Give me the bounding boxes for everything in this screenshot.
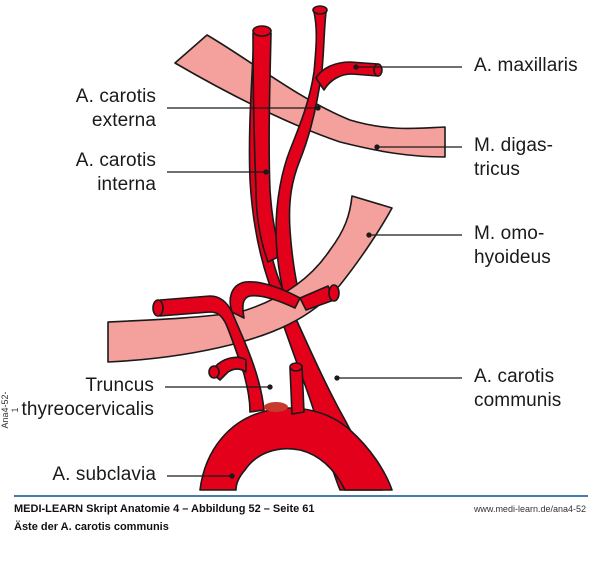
maxillaris-vessel — [315, 61, 379, 91]
label-line: Truncus — [85, 375, 154, 396]
label-line: tricus — [474, 159, 520, 180]
footer-divider — [14, 495, 588, 497]
label-carotis-communis: A. carotis communis — [474, 365, 561, 413]
carotis-interna-end — [252, 25, 272, 37]
vertebralis-end — [289, 362, 303, 372]
maxillaris-end — [373, 63, 383, 77]
footer-title: MEDI-LEARN Skript Anatomie 4 – Abbildung… — [14, 503, 315, 515]
label-line: M. digas- — [474, 135, 554, 156]
anatomy-illustration — [107, 5, 462, 491]
small-branch-end — [328, 284, 340, 302]
label-line: A. carotis — [75, 150, 156, 171]
label-digastricus: M. digas- tricus — [474, 134, 553, 182]
label-truncus-thyreocervicalis: Truncus thyreocervicalis — [21, 374, 154, 422]
carotis-externa-vessel — [275, 11, 327, 305]
label-line: communis — [474, 390, 562, 411]
omohyoideus-muscle — [107, 195, 393, 363]
label-carotis-interna: A. carotis interna — [76, 149, 156, 197]
label-line: A. maxillaris — [474, 55, 578, 76]
label-maxillaris: A. maxillaris — [474, 54, 578, 78]
subclavia-vessel — [199, 407, 393, 491]
label-line: A. subclavia — [52, 464, 156, 485]
digastricus-muscle — [174, 34, 446, 158]
figure-code: Ana4-52-1 — [0, 391, 20, 429]
label-carotis-externa: A. carotis externa — [76, 85, 156, 133]
origin-highlight — [264, 402, 288, 412]
ascending-branch-vessel — [229, 280, 301, 319]
label-omohyoideus: M. omo- hyoideus — [474, 222, 551, 270]
label-line: A. carotis — [474, 366, 555, 387]
label-line: externa — [91, 110, 156, 131]
label-line: hyoideus — [474, 247, 551, 268]
suprascapular-end — [208, 365, 220, 379]
label-line: M. omo- — [474, 223, 545, 244]
label-line: thyreocervicalis — [21, 399, 154, 420]
figure-caption: Äste der A. carotis communis — [14, 521, 169, 533]
vertebralis-vessel — [289, 365, 305, 415]
transversa-colli-end — [152, 299, 164, 317]
label-subclavia: A. subclavia — [52, 463, 156, 487]
label-line: A. carotis — [75, 86, 156, 107]
label-line: interna — [97, 174, 156, 195]
footer-url[interactable]: www.medi-learn.de/ana4-52 — [473, 504, 586, 514]
carotis-externa-end — [312, 5, 328, 15]
